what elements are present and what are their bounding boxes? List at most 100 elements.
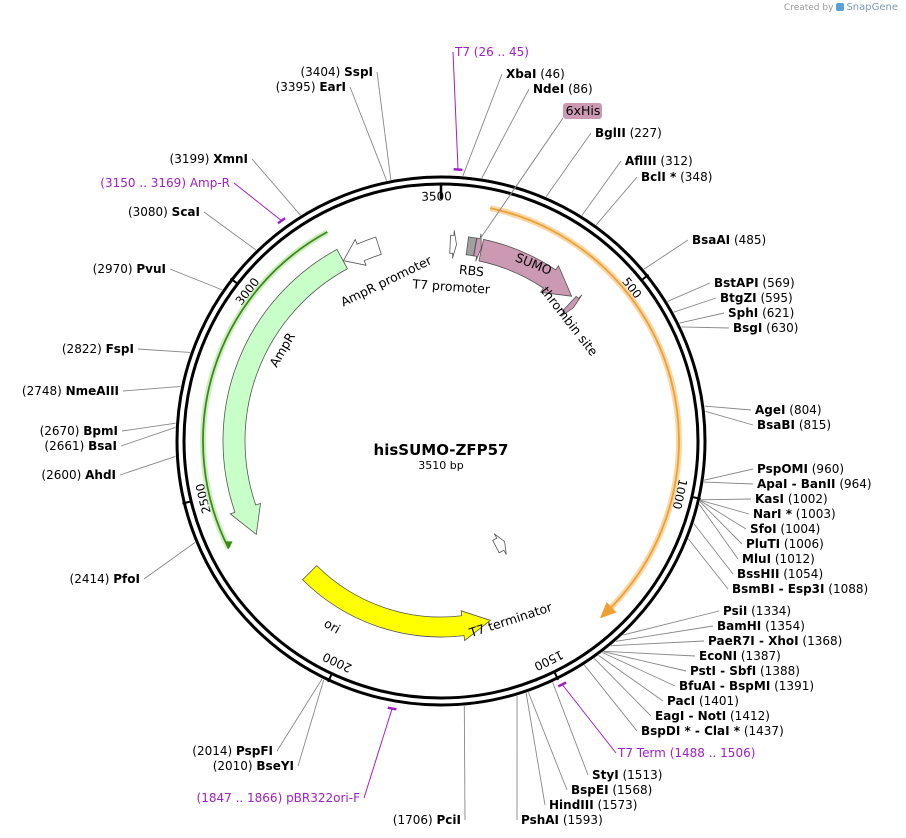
site-position: (485) — [730, 233, 766, 247]
site-ahdi[interactable]: (2600) AhdI — [41, 456, 176, 482]
site-label: (2661) BsaI — [44, 439, 117, 453]
restriction-sites: (3404) SspI(3395) EarI (3199) XmnI (3080) … — [22, 65, 872, 827]
site-position: (348) — [676, 170, 712, 184]
site-bspdi-clai[interactable]: BspDI * - ClaI * (1437) — [584, 664, 784, 738]
site-label: SphI (621) — [728, 306, 794, 320]
primer-range: (26 .. 45) — [470, 45, 529, 59]
site-leader — [122, 385, 181, 392]
site-label: (3199) XmnI — [170, 152, 248, 166]
site-xbai[interactable]: XbaI (46) — [462, 67, 565, 177]
site-leader — [699, 500, 747, 530]
site-bspei[interactable]: BspEI (1568) — [527, 692, 652, 797]
site-position: (3404) — [300, 65, 344, 79]
site-bseyi[interactable]: (2010) BseYI — [213, 679, 325, 773]
site-label: (1706) PciI — [393, 813, 461, 827]
site-label: PstI - SbfI (1388) — [690, 664, 800, 678]
site-ndei[interactable]: NdeI (86) — [481, 82, 593, 179]
site-bstapi[interactable]: BstAPI (569) — [667, 276, 795, 302]
site-bglii[interactable]: BglII (227) — [545, 126, 662, 197]
site-pfoi[interactable]: (2414) PfoI — [70, 542, 196, 586]
site-styi[interactable]: StyI (1513) — [552, 682, 663, 782]
site-bpmi[interactable]: (2670) BpmI — [40, 422, 176, 438]
site-agei[interactable]: AgeI (804) — [704, 403, 822, 417]
site-name: SphI — [728, 306, 758, 320]
orf-arc-zfp57 — [489, 207, 680, 619]
primer-amp-r[interactable]: (3150 .. 3169) Amp-R — [100, 176, 286, 225]
site-eagi-noti[interactable]: EagI - NotI (1412) — [593, 658, 770, 723]
site-bsgi[interactable]: BsgI (630) — [681, 321, 798, 335]
primer-t7[interactable]: T7 (26 .. 45) — [452, 45, 529, 172]
site-label: (2600) AhdI — [41, 468, 116, 482]
site-pspomi[interactable]: PspOMI (960) — [704, 462, 844, 481]
site-label: (2822) FspI — [62, 342, 134, 356]
primer-sites: T7 (26 .. 45) (3150 .. 3169) Amp-R T7 Term… — [100, 45, 755, 805]
site-label: BtgZI (595) — [720, 291, 793, 305]
site-label: BsgI (630) — [733, 321, 798, 335]
site-bsmbi-esp3i[interactable]: BsmBI - Esp3I (1088) — [687, 538, 868, 596]
site-position: (1437) — [740, 724, 784, 738]
site-bsshii[interactable]: BssHII (1054) — [693, 523, 823, 581]
site-pcii[interactable]: (1706) PciI — [393, 705, 466, 827]
site-bfuai-bspmi[interactable]: BfuAI - BspMI (1391) — [602, 652, 814, 693]
site-label: AflIII (312) — [625, 154, 693, 168]
site-position: (1388) — [756, 664, 800, 678]
site-name: PluTI — [746, 537, 780, 551]
primer-name: Amp-R — [190, 176, 230, 190]
site-fspi[interactable]: (2822) FspI — [62, 342, 191, 356]
site-econi[interactable]: EcoNI (1387) — [603, 649, 781, 663]
tick-mark-1000 — [690, 495, 701, 500]
site-psti-sbfi[interactable]: PstI - SbfI (1388) — [603, 651, 800, 678]
site-pshai[interactable]: PshAI (1593) — [516, 695, 603, 827]
site-scai[interactable]: (3080) ScaI — [128, 205, 257, 251]
site-label: BfuAI - BspMI (1391) — [679, 679, 814, 693]
site-mlui[interactable]: MluI (1012) — [698, 504, 815, 566]
site-label: PluTI (1006) — [746, 537, 824, 551]
site-nmeaiii[interactable]: (2748) NmeAIII — [22, 384, 181, 398]
site-btgzi[interactable]: BtgZI (595) — [673, 291, 793, 313]
site-name: PshAI — [521, 813, 559, 827]
site-name: BspEI — [571, 783, 609, 797]
site-nari[interactable]: NarI * (1003) — [700, 499, 836, 521]
site-sspi[interactable]: (3404) SspI — [300, 65, 392, 180]
site-afliii[interactable]: AflIII (312) — [581, 154, 693, 216]
site-sphi[interactable]: SphI (621) — [679, 306, 794, 324]
site-apai-banii[interactable]: ApaI - BanII (964) — [703, 477, 872, 491]
site-paci[interactable]: PacI (1401) — [598, 654, 739, 708]
site-position: (2014) — [192, 744, 236, 758]
site-paer7i-xhoi[interactable]: PaeR7I - XhoI (1368) — [610, 634, 842, 648]
site-leader — [679, 312, 725, 324]
site-xmni[interactable]: (3199) XmnI — [170, 152, 301, 216]
site-name: PvuI — [136, 262, 166, 276]
site-label: PaeR7I - XhoI (1368) — [708, 634, 842, 648]
site-bsaai[interactable]: BsaAI (485) — [643, 233, 766, 270]
primer-t7-term[interactable]: T7 Term (1488 .. 1506) — [557, 681, 755, 760]
site-name: PspFI — [236, 744, 273, 758]
site-bamhi[interactable]: BamHI (1354) — [615, 619, 805, 642]
site-bsai[interactable]: (2661) BsaI — [44, 427, 176, 453]
site-pspfi[interactable]: (2014) PspFI — [192, 678, 323, 758]
site-name: KasI — [755, 492, 784, 506]
site-bsabi[interactable]: BsaBI (815) — [705, 410, 831, 432]
tick-mark-500 — [640, 273, 650, 282]
site-pvui[interactable]: (2970) PvuI — [93, 262, 223, 291]
site-name: BtgZI — [720, 291, 757, 305]
site-sfoi[interactable]: SfoI (1004) — [699, 500, 820, 536]
site-bcli[interactable]: BclI * (348) — [595, 170, 712, 226]
site-eari[interactable]: (3395) EarI — [276, 80, 388, 181]
feature-ampr — [222, 248, 348, 536]
site-psii[interactable]: PsiI (1334) — [622, 604, 791, 636]
site-leader — [703, 481, 754, 485]
site-label: BsaBI (815) — [757, 418, 831, 432]
site-name: AflIII — [625, 154, 657, 168]
site-position: (2670) — [40, 424, 84, 438]
primer-pbr322ori-f[interactable]: (1847 .. 1866) pBR322ori-F — [197, 706, 397, 805]
site-pluti[interactable]: PluTI (1006) — [699, 501, 824, 551]
site-hindiii[interactable]: HindIII (1573) — [525, 692, 637, 812]
tick-mark-2000 — [327, 672, 334, 683]
site-position: (1003) — [792, 507, 836, 521]
site-kasi[interactable]: KasI (1002) — [700, 492, 828, 506]
primer-leader — [363, 708, 393, 799]
feature-sumo — [478, 238, 573, 297]
site-name: MluI — [742, 552, 771, 566]
site-position: (1354) — [761, 619, 805, 633]
